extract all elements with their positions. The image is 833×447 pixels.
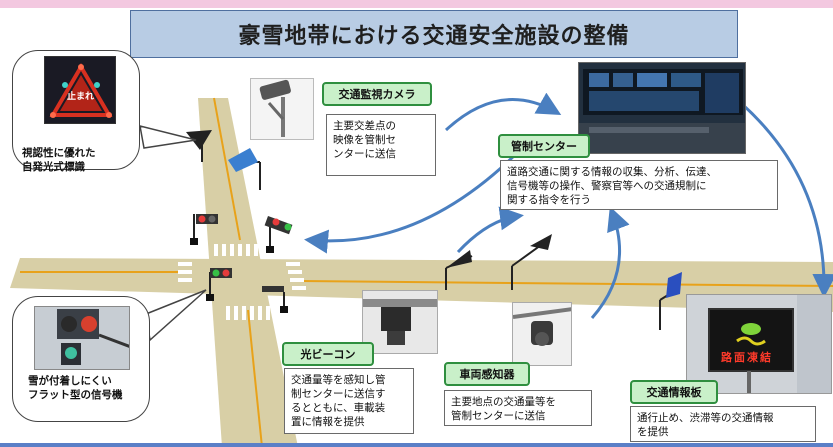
beacon-description: 交通量等を感知し管 制センターに送信す るとともに、車載装 置に情報を提供 [284, 368, 414, 434]
beacon-desc-line: 交通量等を感知し管 [291, 374, 386, 386]
signal-nw-icon [190, 214, 218, 245]
info-board-label: 交通情報板 [630, 380, 718, 404]
detector-pole-icon [511, 234, 552, 290]
info-board-pole-icon [659, 272, 682, 330]
crosswalk-south [226, 306, 270, 320]
crosswalk-north [214, 244, 258, 256]
control-center-description: 道路交通に関する情報の収集、分析、伝達、 信号機等の操作、警察官等への交通規制に… [500, 160, 778, 210]
callout-tail-top [139, 124, 197, 149]
horizontal-center-line-right [299, 280, 833, 287]
crosswalk-east [286, 262, 306, 290]
control-center-photo [578, 62, 746, 154]
info-board-description: 通行止め、渋滞等の交通情報 を提供 [630, 406, 816, 442]
vertical-center-line [213, 97, 241, 241]
arrow-center-to-signal [304, 148, 522, 254]
flat-signal-caption-line: フラット型の信号機 [28, 389, 123, 401]
arrow-camera-to-center [444, 92, 562, 132]
control-center-label: 管制センター [498, 134, 590, 158]
signal-ne-icon [264, 215, 293, 253]
top-band [0, 0, 833, 8]
control-center-desc-line: 道路交通に関する情報の収集、分析、伝達、 [507, 166, 717, 178]
crosswalk-west [178, 262, 192, 282]
camera-desc-line: ンターに送信 [333, 148, 396, 160]
self-lit-sign-pole-icon [186, 130, 212, 162]
vehicle-detector-desc-line: 管制センターに送信 [451, 410, 546, 422]
control-center-desc-line: 関する指令を行う [507, 194, 591, 206]
flat-signal-photo [34, 306, 130, 370]
callout-tail-bottom [145, 289, 207, 342]
arrow-center-to-board [740, 102, 833, 298]
camera-desc-line: 主要交差点の [333, 120, 396, 132]
camera-pole-icon [228, 148, 261, 190]
arrow-detector-to-center [590, 206, 630, 319]
flat-signal-caption-line: 雪が付着しにくい [28, 375, 112, 387]
camera-label: 交通監視カメラ [322, 82, 432, 106]
page-title: 豪雪地帯における交通安全施設の整備 [130, 10, 738, 58]
flat-signal-caption: 雪が付着しにくい フラット型の信号機 [28, 374, 123, 402]
beacon-photo [362, 290, 438, 354]
sign-text: 止まれ [67, 92, 95, 102]
beacon-desc-line: 制センターに送信す [291, 388, 386, 400]
vehicle-detector-photo [512, 302, 572, 366]
info-board-desc-line: を提供 [637, 426, 669, 438]
vehicle-detector-description: 主要地点の交通量等を 管制センターに送信 [444, 390, 592, 426]
self-lit-sign-caption-line: 自発光式標識 [22, 161, 85, 173]
vertical-center-line-lower [247, 309, 263, 447]
info-board-desc-line: 通行止め、渋滞等の交通情報 [637, 412, 774, 424]
info-board-text: 路面凍結 [721, 351, 773, 364]
beacon-label: 光ビーコン [282, 342, 374, 366]
vertical-road [198, 98, 298, 447]
camera-desc-line: 映像を管制セ [333, 134, 396, 146]
info-board-photo: 路面凍結 [686, 294, 832, 394]
signal-se-icon [262, 286, 288, 313]
arrow-beacon-to-center [456, 206, 524, 254]
bottom-band [0, 443, 833, 447]
camera-description: 主要交差点の 映像を管制セ ンターに送信 [326, 114, 436, 176]
control-center-desc-line: 信号機等の操作、警察官等への交通規制に [507, 180, 707, 192]
beacon-desc-line: 置に情報を提供 [291, 416, 365, 428]
camera-photo [250, 78, 314, 140]
self-lit-sign-caption-line: 視認性に優れた [22, 147, 96, 159]
self-lit-sign-photo: 止まれ [44, 56, 116, 124]
signal-sw-icon [206, 268, 232, 301]
vehicle-detector-desc-line: 主要地点の交通量等を [451, 396, 556, 408]
vehicle-detector-label: 車両感知器 [444, 362, 530, 386]
beacon-pole-icon [445, 250, 473, 290]
self-lit-sign-caption: 視認性に優れた 自発光式標識 [22, 146, 96, 174]
beacon-desc-line: るとともに、車載装 [291, 402, 386, 414]
